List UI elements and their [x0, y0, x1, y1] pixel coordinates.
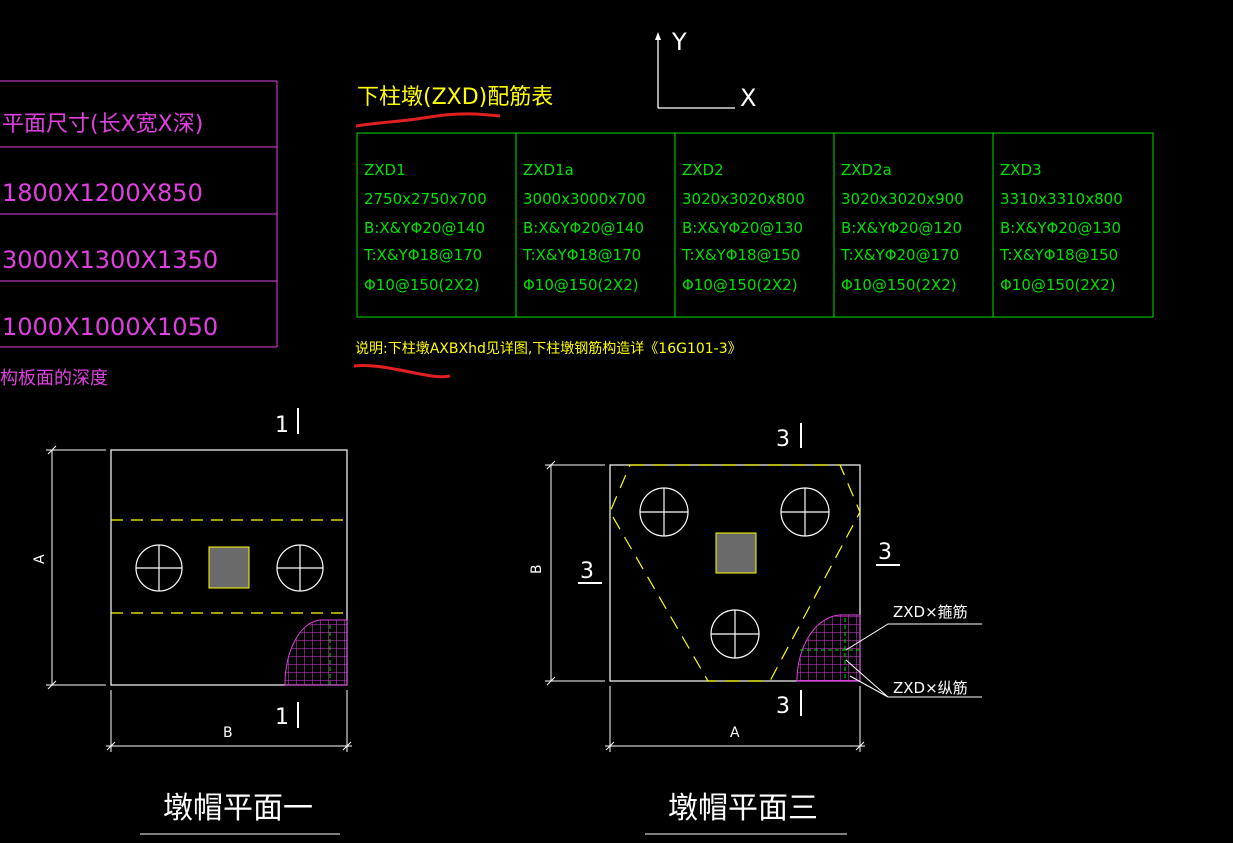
rebar-col-name: ZXD3 — [1000, 161, 1042, 179]
rebar-col-bottom: B:X&YΦ20@130 — [682, 219, 803, 237]
plan-three: ZXD×箍筋 ZXD×纵筋 B A 3 3 3 3 墩帽平面三 — [529, 423, 982, 835]
rebar-table-note: 说明:下柱墩AXBXhd见详图,下柱墩钢筋构造详《16G101-3》 — [355, 340, 742, 357]
plan-one-dim-vertical — [46, 445, 106, 690]
rebar-col-stirrup: Φ10@150(2X2) — [682, 276, 798, 294]
rebar-col-stirrup: Φ10@150(2X2) — [523, 276, 639, 294]
dimension-row-3: 1000X1000X1050 — [2, 313, 218, 341]
rebar-table-grid — [356, 132, 1154, 318]
rebar-detail-hatch — [284, 619, 348, 686]
rebar-col-stirrup: Φ10@150(2X2) — [364, 276, 480, 294]
plan-one-title: 墩帽平面一 — [163, 791, 313, 826]
rebar-col-5: ZXD3 3310x3310x800 B:X&YΦ20@130 T:X&YΦ18… — [999, 161, 1123, 294]
plan-three-title: 墩帽平面三 — [668, 791, 818, 826]
plan-three-section-left: 3 — [580, 559, 594, 584]
plan-one: A B 1 1 墩帽平面一 — [32, 408, 352, 835]
axis-x-label: X — [740, 84, 756, 112]
rebar-col-top: T:X&YΦ18@170 — [522, 246, 641, 264]
plan-one-section-top: 1 — [275, 413, 289, 438]
red-underline-note — [353, 364, 451, 379]
rebar-col-stirrup: Φ10@150(2X2) — [841, 276, 957, 294]
pile-circle — [639, 487, 689, 537]
plan-one-section-bottom: 1 — [275, 705, 289, 730]
dimension-table-header: 平面尺寸(长X宽X深) — [2, 112, 203, 137]
rebar-col-size: 3020x3020x800 — [682, 190, 805, 208]
ucs-axis: Y X — [655, 28, 756, 112]
rebar-col-size: 3000x3000x700 — [523, 190, 646, 208]
rebar-col-3: ZXD2 3020x3020x800 B:X&YΦ20@130 T:X&YΦ18… — [681, 161, 805, 294]
rebar-col-stirrup: Φ10@150(2X2) — [1000, 276, 1116, 294]
rebar-col-name: ZXD2 — [682, 161, 724, 179]
rebar-col-2: ZXD1a 3000x3000x700 B:X&YΦ20@140 T:X&YΦ1… — [522, 161, 646, 294]
plan-three-section-right: 3 — [878, 540, 892, 565]
dimension-row-1: 1800X1200X850 — [2, 179, 203, 207]
rebar-col-size: 3020x3020x900 — [841, 190, 964, 208]
rebar-table-title: 下柱墩(ZXD)配筋表 — [357, 85, 553, 110]
dimension-row-2: 3000X1300X1350 — [2, 246, 218, 274]
rebar-col-top: T:X&YΦ18@170 — [363, 246, 482, 264]
plan-three-section-bottom: 3 — [776, 694, 790, 719]
rebar-col-bottom: B:X&YΦ20@120 — [841, 219, 962, 237]
axis-y-label: Y — [671, 28, 687, 56]
dimension-table — [0, 80, 278, 348]
rebar-col-top: T:X&YΦ18@150 — [999, 246, 1118, 264]
rebar-col-size: 3310x3310x800 — [1000, 190, 1123, 208]
rebar-col-top: T:X&YΦ20@170 — [840, 246, 959, 264]
plan-three-dim-a: A — [730, 725, 740, 741]
rebar-col-bottom: B:X&YΦ20@140 — [523, 219, 644, 237]
leader-lines — [845, 623, 982, 698]
plan-three-dim-b: B — [529, 564, 545, 574]
pile-circle — [780, 487, 830, 537]
plan-one-dim-b: B — [223, 725, 233, 741]
red-underline-title — [355, 112, 501, 128]
rebar-detail-hatch — [796, 614, 861, 682]
dimension-table-note: 构板面的深度 — [0, 368, 108, 389]
rebar-col-name: ZXD1a — [523, 161, 574, 179]
rebar-col-size: 2750x2750x700 — [364, 190, 487, 208]
rebar-col-4: ZXD2a 3020x3020x900 B:X&YΦ20@120 T:X&YΦ2… — [840, 161, 964, 294]
rebar-col-name: ZXD1 — [364, 161, 406, 179]
rebar-col-bottom: B:X&YΦ20@140 — [364, 219, 485, 237]
plan-one-dim-a: A — [32, 554, 48, 564]
spacer — [610, 512, 618, 530]
plan-three-dash-outline — [609, 464, 861, 682]
label-longitudinal: ZXD×纵筋 — [893, 679, 968, 697]
pile-circle — [135, 544, 183, 592]
pile-circle — [710, 609, 760, 659]
plan-one-dim-horizontal — [106, 690, 352, 752]
plan-three-section-top: 3 — [776, 427, 790, 452]
rebar-col-name: ZXD2a — [841, 161, 892, 179]
plan-three-dim-horizontal — [605, 686, 865, 752]
label-stirrup: ZXD×箍筋 — [893, 603, 968, 621]
rebar-col-bottom: B:X&YΦ20@130 — [1000, 219, 1121, 237]
column-square — [208, 546, 250, 589]
plan-three-dim-vertical — [545, 460, 605, 686]
plan-one-outline — [110, 449, 348, 686]
column-square — [715, 532, 757, 574]
rebar-col-top: T:X&YΦ18@150 — [681, 246, 800, 264]
pile-circle — [276, 544, 324, 592]
rebar-col-1: ZXD1 2750x2750x700 B:X&YΦ20@140 T:X&YΦ18… — [363, 161, 487, 294]
